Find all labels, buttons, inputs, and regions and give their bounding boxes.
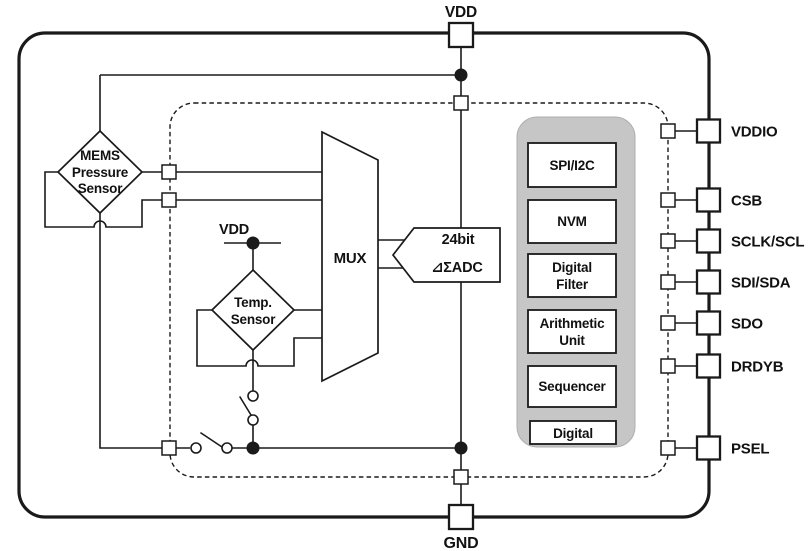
boundary-pad: [660, 233, 676, 249]
pin-label-csb: CSB: [731, 193, 762, 210]
switch-terminal: [247, 390, 259, 402]
pin-pad-csb: [695, 187, 722, 213]
boundary-pad: [660, 274, 676, 290]
boundary-pad: [161, 440, 177, 456]
pin-label-vddio: VDDIO: [731, 124, 778, 141]
switch-terminal: [221, 442, 233, 454]
arithmetic-unit-block: [527, 309, 617, 354]
junction-dot: [454, 441, 468, 455]
mux-label: MUX: [334, 250, 367, 267]
temp-sensor-label-line2: Sensor: [231, 312, 277, 327]
pin-pad-sclk-scl: [695, 228, 722, 254]
mems-sensor-label-line1: MEMS: [80, 148, 120, 163]
wire-temp-out-n: [196, 309, 322, 367]
nvm-block: [527, 199, 617, 244]
internal-vdd-label: VDD: [219, 222, 249, 238]
pin-connector-wires: [661, 130, 700, 449]
sequencer-block: [527, 365, 617, 408]
spi-i2c-block: [527, 142, 617, 188]
junction-dot: [246, 441, 260, 455]
boundary-pad: [660, 123, 676, 139]
wire-mems-to-switch: [99, 213, 190, 449]
mems-sensor-label-line3: Sensor: [78, 181, 124, 196]
vdd-pin-label: VDD: [445, 4, 477, 21]
pin-label-sdi-sda: SDI/SDA: [731, 275, 791, 292]
pin-pad-sdo: [695, 310, 722, 336]
boundary-pad: [161, 164, 177, 180]
boundary-pad: [660, 440, 676, 456]
gnd-pin-label: GND: [444, 535, 479, 551]
pin-label-sclk-scl: SCLK/SCL: [731, 234, 804, 251]
switch-lever: [239, 396, 252, 416]
boundary-pads: [161, 95, 676, 485]
digital-filter-label-2: Filter: [556, 277, 589, 292]
temp-sensor-label-line1: Temp.: [234, 295, 272, 310]
temp-sensor-switch: [239, 390, 259, 426]
adc-label-line1: 24bit: [442, 232, 475, 248]
adc-label-line2: ⊿ΣADC: [431, 260, 483, 276]
junction-dot: [246, 236, 260, 250]
pin-pad-psel: [695, 435, 722, 461]
pin-label-drdyb: DRDYB: [731, 359, 784, 376]
ground-line-switch: [190, 432, 233, 454]
mux-block: [321, 130, 379, 383]
gnd-pin-pad: [447, 503, 475, 531]
digital-filter-label-1: Digital: [552, 260, 592, 275]
adc-block: [391, 227, 501, 283]
mems-pressure-sensor-block: [56, 129, 144, 215]
vdd-pin-pad: [447, 21, 475, 49]
switch-terminal: [190, 442, 202, 454]
pin-label-sdo: SDO: [731, 316, 763, 333]
pin-pad-sdi-sda: [695, 269, 722, 295]
mems-sensor-label-line2: Pressure: [72, 165, 129, 180]
boundary-pad: [660, 358, 676, 374]
boundary-pad: [453, 469, 469, 485]
boundary-pad: [660, 192, 676, 208]
pin-label-psel: PSEL: [731, 441, 769, 458]
digital-caption-box: [529, 420, 617, 445]
sequencer-label: Sequencer: [538, 379, 606, 394]
digital-filter-block: [527, 253, 617, 298]
junction-dot: [454, 68, 468, 82]
spi-i2c-label: SPI/I2C: [549, 158, 595, 173]
boundary-pad: [161, 192, 177, 208]
boundary-pad: [660, 315, 676, 331]
boundary-pad: [453, 95, 469, 111]
pin-pad-vddio: [695, 118, 722, 144]
switch-terminal: [247, 414, 259, 426]
switch-lever: [200, 432, 223, 448]
digital-caption-label: Digital: [553, 426, 593, 441]
nvm-label: NVM: [557, 214, 586, 229]
arithmetic-label-1: Arithmetic: [540, 316, 605, 331]
pin-pad-drdyb: [695, 353, 722, 379]
temp-sensor-block: [210, 268, 296, 352]
digital-domain-boundary: [169, 102, 669, 478]
arithmetic-label-2: Unit: [559, 333, 585, 348]
